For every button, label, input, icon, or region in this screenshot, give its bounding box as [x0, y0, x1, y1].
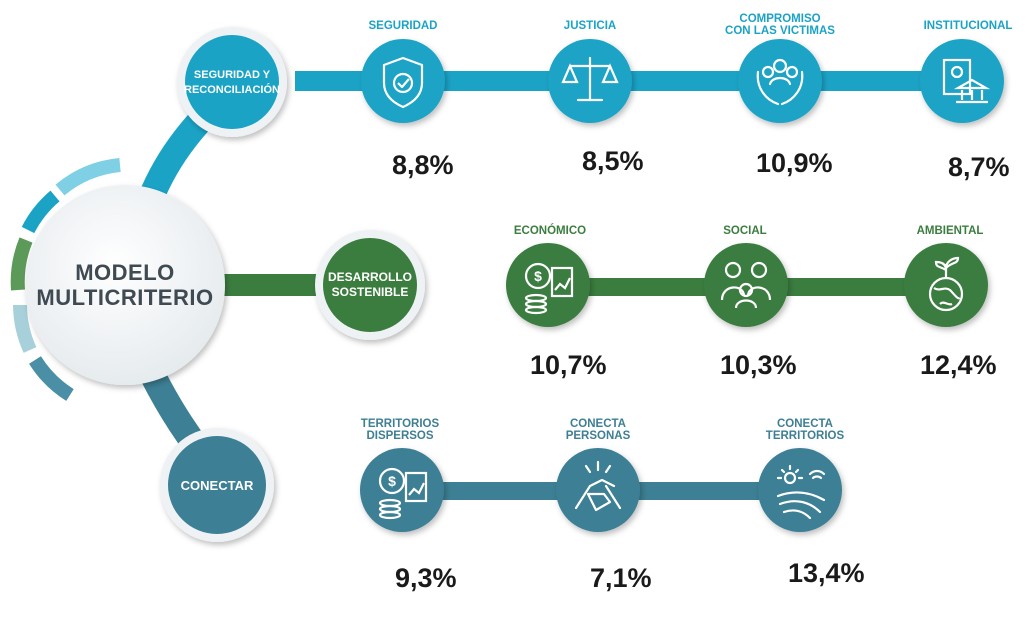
node-social [704, 243, 788, 327]
handshake-icon [574, 460, 622, 512]
category-seguridad-line1: SEGURIDAD Y [193, 69, 271, 81]
criterion-label-social: SOCIAL [695, 225, 795, 237]
criterion-label-economico: ECONÓMICO [495, 225, 605, 237]
hub-circle [25, 185, 225, 385]
criterion-label-line2: DISPERSOS [366, 430, 434, 442]
node-seguridad [361, 39, 445, 123]
category-seguridad-line2: RECONCILIACIÓN [184, 84, 280, 96]
criterion-label-line2: CON LAS VICTIMAS [725, 25, 835, 37]
criterion-label-institucional: INSTITUCIONAL [910, 20, 1026, 32]
hub-ring [10, 158, 121, 401]
sun-field-icon [776, 464, 826, 520]
hands-people-icon [756, 58, 804, 106]
category-desarrollo-line2: SOSTENIBLE [331, 285, 409, 299]
criterion-label-line1: TERRITORIOS [360, 418, 440, 430]
criterion-value-economico: 10,7% [530, 350, 607, 380]
category-conectar [160, 428, 274, 542]
criterion-value-conecta-personas: 7,1% [590, 563, 652, 593]
node-economico: $ [506, 243, 590, 327]
node-victimas [738, 39, 822, 123]
criterion-label-line1: COMPROMISO [739, 13, 821, 25]
criterion-label-line1: SEGURIDAD [368, 20, 438, 32]
criterion-label-conecta-territorios: CONECTA TERRITORIOS [750, 418, 860, 442]
node-justicia [548, 39, 632, 123]
category-seguridad-label: SEGURIDAD Y RECONCILIACIÓN [177, 68, 287, 98]
svg-text:$: $ [534, 268, 542, 284]
criterion-value-justicia: 8,5% [582, 146, 644, 176]
hub-title-line2: MULTICRITERIO [36, 285, 214, 310]
node-conecta-personas [556, 448, 640, 532]
node-territorios-dispersos: $ [360, 448, 444, 532]
coins-chart-icon: $ [378, 467, 428, 520]
institution-icon [942, 58, 991, 104]
category-desarrollo-line1: DESARROLLO [328, 270, 412, 284]
criterion-label-ambiental: AMBIENTAL [900, 225, 1000, 237]
node-institucional [920, 39, 1004, 123]
family-icon [720, 261, 772, 309]
category-desarrollo-label: DESARROLLO SOSTENIBLE [315, 270, 425, 300]
criterion-value-conecta-territorios: 13,4% [788, 558, 865, 588]
node-conecta-territorios [758, 448, 842, 532]
category-desarrollo [315, 230, 425, 340]
criterion-label-line1: CONECTA [776, 418, 833, 430]
scales-icon [561, 56, 619, 102]
category-conectar-label: CONECTAR [162, 478, 272, 493]
criterion-label-line1: AMBIENTAL [916, 225, 984, 237]
criterion-label-line1: INSTITUCIONAL [923, 20, 1013, 32]
hub-title: MODELO MULTICRITERIO [25, 260, 225, 310]
criterion-value-institucional: 8,7% [948, 152, 1010, 182]
criterion-label-line2: TERRITORIOS [765, 430, 845, 442]
criterion-value-victimas: 10,9% [756, 148, 833, 178]
criterion-label-line1: JUSTICIA [563, 20, 617, 32]
coins-chart-icon: $ [524, 262, 574, 315]
criterion-label-conecta-personas: CONECTA PERSONAS [548, 418, 648, 442]
criterion-label-victimas: COMPROMISO CON LAS VICTIMAS [715, 13, 845, 37]
criterion-label-line1: SOCIAL [723, 225, 767, 237]
category-conectar-line1: CONECTAR [180, 478, 254, 493]
globe-plant-icon [928, 256, 964, 312]
criterion-value-ambiental: 12,4% [920, 350, 997, 380]
criterion-label-line1: ECONÓMICO [513, 225, 587, 237]
node-ambiental [904, 243, 988, 327]
criterion-label-seguridad: SEGURIDAD [343, 20, 463, 32]
hub-title-line1: MODELO [75, 260, 175, 285]
category-seguridad [177, 27, 287, 137]
criterion-value-seguridad: 8,8% [392, 150, 454, 180]
criterion-label-territorios-dispersos: TERRITORIOS DISPERSOS [345, 418, 455, 442]
criterion-label-line1: CONECTA [569, 418, 626, 430]
criterion-label-line2: PERSONAS [565, 430, 631, 442]
shield-check-icon [382, 56, 424, 109]
svg-text:$: $ [388, 473, 396, 489]
criterion-label-justicia: JUSTICIA [530, 20, 650, 32]
criterion-value-social: 10,3% [720, 350, 797, 380]
criterion-value-territorios-dispersos: 9,3% [395, 563, 457, 593]
